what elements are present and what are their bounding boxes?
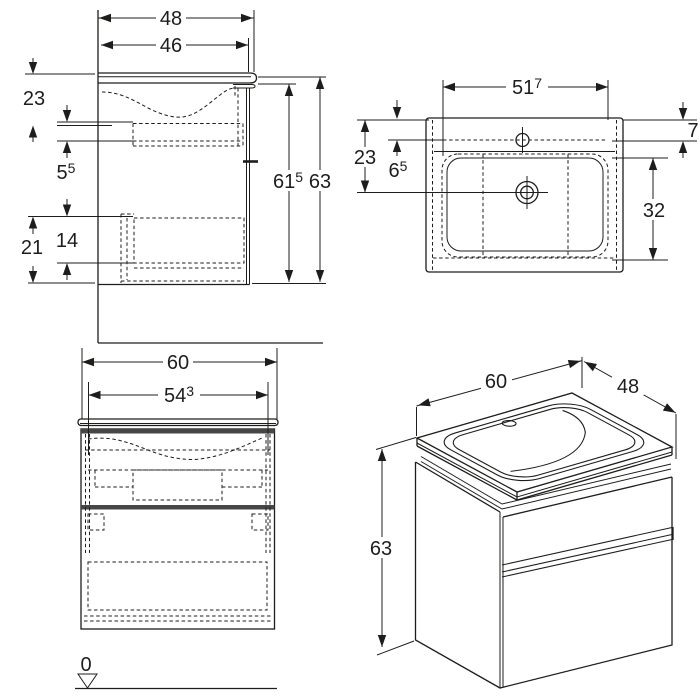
- dim-label-iso-63: 63: [370, 538, 392, 560]
- basin-inner-outline: [446, 157, 604, 252]
- dim-label-top-65: 65: [389, 158, 408, 182]
- dim-label-top-23: 23: [354, 147, 376, 169]
- basin-dashed-outline: [441, 153, 609, 258]
- dim-top-basin-depth: 32: [639, 158, 668, 260]
- dim-top-drain-offset: 23: [352, 120, 379, 193]
- dim-side-cabinet-height: 615: [271, 84, 306, 282]
- dim-iso-height: 63: [366, 449, 397, 647]
- dim-side-cabinet-depth: 46: [101, 35, 248, 57]
- dim-iso-depth: 48: [583, 361, 677, 414]
- dim-label-iso-60: 60: [485, 371, 507, 393]
- cabinet-side-outline: [98, 88, 258, 286]
- dim-label-top-517: 517: [512, 75, 542, 99]
- level-triangle-icon: [77, 673, 98, 689]
- dim-front-total-width: 60: [82, 352, 277, 374]
- dim-label-side-21: 21: [21, 237, 43, 259]
- dim-side-total-height: 63: [306, 77, 334, 282]
- dim-label-side-48: 48: [160, 8, 182, 30]
- side-extension-lines: [25, 10, 326, 284]
- floor-level-marker: 0: [75, 654, 277, 690]
- washbasin-slab-front: [77, 418, 279, 427]
- dim-label-top-7: 7: [687, 120, 698, 142]
- washbasin-outline-top: [425, 117, 624, 273]
- dim-front-inner-width: 543: [88, 383, 268, 407]
- dim-label-front-60: 60: [167, 352, 189, 374]
- dim-side-top-zone: 23: [23, 58, 45, 142]
- dim-side-lower-zone: 21: [21, 216, 43, 283]
- dim-label-side-14: 14: [56, 230, 78, 252]
- dim-label-side-615: 615: [273, 169, 303, 193]
- washbasin-slab-side: [98, 72, 258, 89]
- upper-drawer-dashed: [132, 123, 244, 147]
- iso-drawer-divider: [501, 527, 674, 578]
- front-view: 60 543 0: [75, 348, 279, 690]
- iso-view: 60 48 63: [366, 357, 677, 689]
- dim-side-inner-front: 55: [57, 105, 76, 184]
- dim-label-side-46: 46: [160, 35, 182, 57]
- dim-side-lower-inner: 14: [56, 199, 78, 280]
- dim-top-tap-inner-offset: 65: [389, 100, 408, 182]
- dim-iso-width: 60: [416, 360, 583, 407]
- top-band: [81, 429, 275, 434]
- top-extension-lines: [357, 80, 697, 261]
- clip-left: [87, 513, 105, 531]
- dim-top-tap-rear-offset: 7: [678, 102, 699, 158]
- dim-label-top-32: 32: [643, 200, 665, 222]
- dim-label-iso-48: 48: [617, 376, 639, 398]
- faucet-hole: [515, 127, 530, 153]
- side-view: 48 46 23 55: [21, 8, 334, 344]
- iso-extension-lines: [375, 357, 677, 656]
- dim-label-level-0: 0: [80, 654, 91, 676]
- lower-drawer-dashed: [120, 213, 245, 283]
- drawer-divider-band: [81, 505, 275, 510]
- iso-basin: [432, 399, 656, 485]
- dim-label-side-23: 23: [23, 88, 45, 110]
- dim-top-basin-width: 517: [443, 75, 608, 99]
- top-view-dashed-edges: [432, 120, 617, 270]
- clip-right: [251, 513, 269, 531]
- top-view: 517 23 65 7: [352, 75, 699, 273]
- front-dashed-internals: [84, 434, 271, 622]
- dim-label-side-63: 63: [309, 171, 331, 193]
- dim-label-side-55: 55: [57, 160, 76, 184]
- iso-faucet-hole: [499, 419, 519, 427]
- front-extension-lines: [81, 348, 278, 455]
- cabinet-front-outline: [80, 428, 276, 630]
- iso-cabinet: [414, 456, 674, 689]
- dim-side-total-depth: 48: [98, 8, 254, 30]
- basin-profile-dashed: [101, 87, 236, 118]
- dim-label-front-543: 543: [164, 383, 194, 407]
